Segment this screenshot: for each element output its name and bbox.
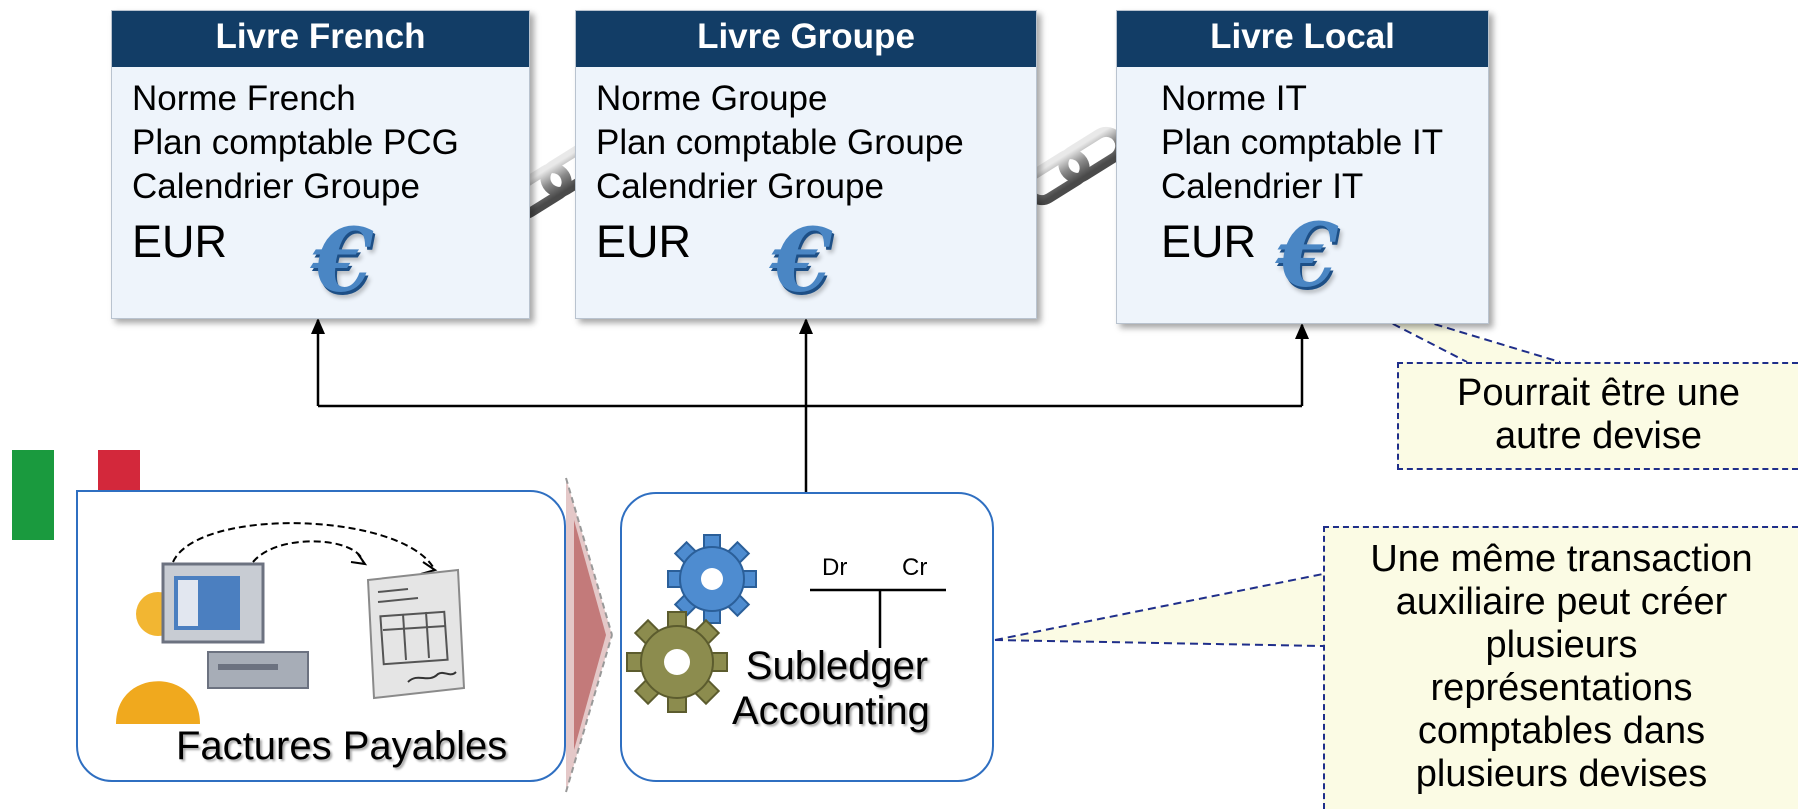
euro-icon: €	[1277, 203, 1339, 307]
book-groupe: Livre Groupe Norme Groupe Plan comptable…	[575, 10, 1037, 319]
computer-icon	[161, 562, 309, 689]
book-local-body: Norme IT Plan comptable IT Calendrier IT…	[1117, 67, 1488, 273]
book-french-currency: EUR	[132, 216, 228, 267]
subledger-panel: Dr Cr Subledger Accounting	[620, 492, 994, 782]
subledger-label-line1: Subledger	[745, 644, 929, 688]
arrowheads	[311, 318, 1309, 339]
book-groupe-line-calendrier: Calendrier Groupe	[596, 167, 884, 206]
book-groupe-header: Livre Groupe	[576, 11, 1036, 67]
blue-gear-icon	[667, 534, 757, 624]
book-french-line-calendrier: Calendrier Groupe	[132, 167, 420, 206]
book-french: Livre French Norme French Plan comptable…	[111, 10, 530, 319]
book-local: Livre Local Norme IT Plan comptable IT C…	[1116, 10, 1489, 324]
book-french-body: Norme French Plan comptable PCG Calendri…	[112, 67, 529, 273]
book-local-header: Livre Local	[1117, 11, 1488, 67]
callout-transaction-text: Une même transaction auxiliaire peut cré…	[1370, 538, 1753, 795]
distribution-lines	[316, 320, 1304, 492]
invoice-document-icon	[366, 568, 466, 700]
book-french-line-norme: Norme French	[132, 79, 356, 118]
debit-label: Dr	[822, 554, 848, 581]
book-french-header: Livre French	[112, 11, 529, 67]
invoice-entry-illustration	[116, 522, 466, 724]
chain-link-icon-2	[1022, 126, 1126, 206]
callout-currency-note: Pourrait être une autre devise	[1397, 362, 1798, 470]
callout-pointer-transaction	[994, 573, 1324, 647]
book-local-line-calendrier: Calendrier IT	[1161, 167, 1364, 206]
book-local-line-norme: Norme IT	[1161, 79, 1307, 118]
credit-label: Cr	[902, 554, 928, 581]
t-account-icon	[810, 588, 946, 648]
process-chevron	[565, 477, 613, 793]
callout-currency-text: Pourrait être une autre devise	[1456, 372, 1741, 457]
subledger-label-line2: Accounting	[732, 689, 930, 733]
book-local-currency: EUR	[1161, 216, 1257, 267]
euro-icon: €	[312, 208, 374, 312]
book-local-line-plan: Plan comptable IT	[1161, 123, 1444, 162]
subledger-label: Subledger Accounting	[732, 644, 930, 734]
source-panel: Factures Payables	[76, 490, 566, 782]
book-groupe-currency: EUR	[596, 216, 692, 267]
book-groupe-body: Norme Groupe Plan comptable Groupe Calen…	[576, 67, 1036, 273]
book-groupe-line-norme: Norme Groupe	[596, 79, 828, 118]
callout-transaction-note: Une même transaction auxiliaire peut cré…	[1323, 526, 1798, 809]
source-panel-label: Factures Payables	[176, 724, 508, 768]
olive-gear-icon	[626, 611, 728, 713]
gears-icon	[626, 534, 946, 713]
euro-icon: €	[771, 208, 833, 312]
book-groupe-line-plan: Plan comptable Groupe	[596, 123, 964, 162]
book-french-line-plan: Plan comptable PCG	[132, 123, 459, 162]
